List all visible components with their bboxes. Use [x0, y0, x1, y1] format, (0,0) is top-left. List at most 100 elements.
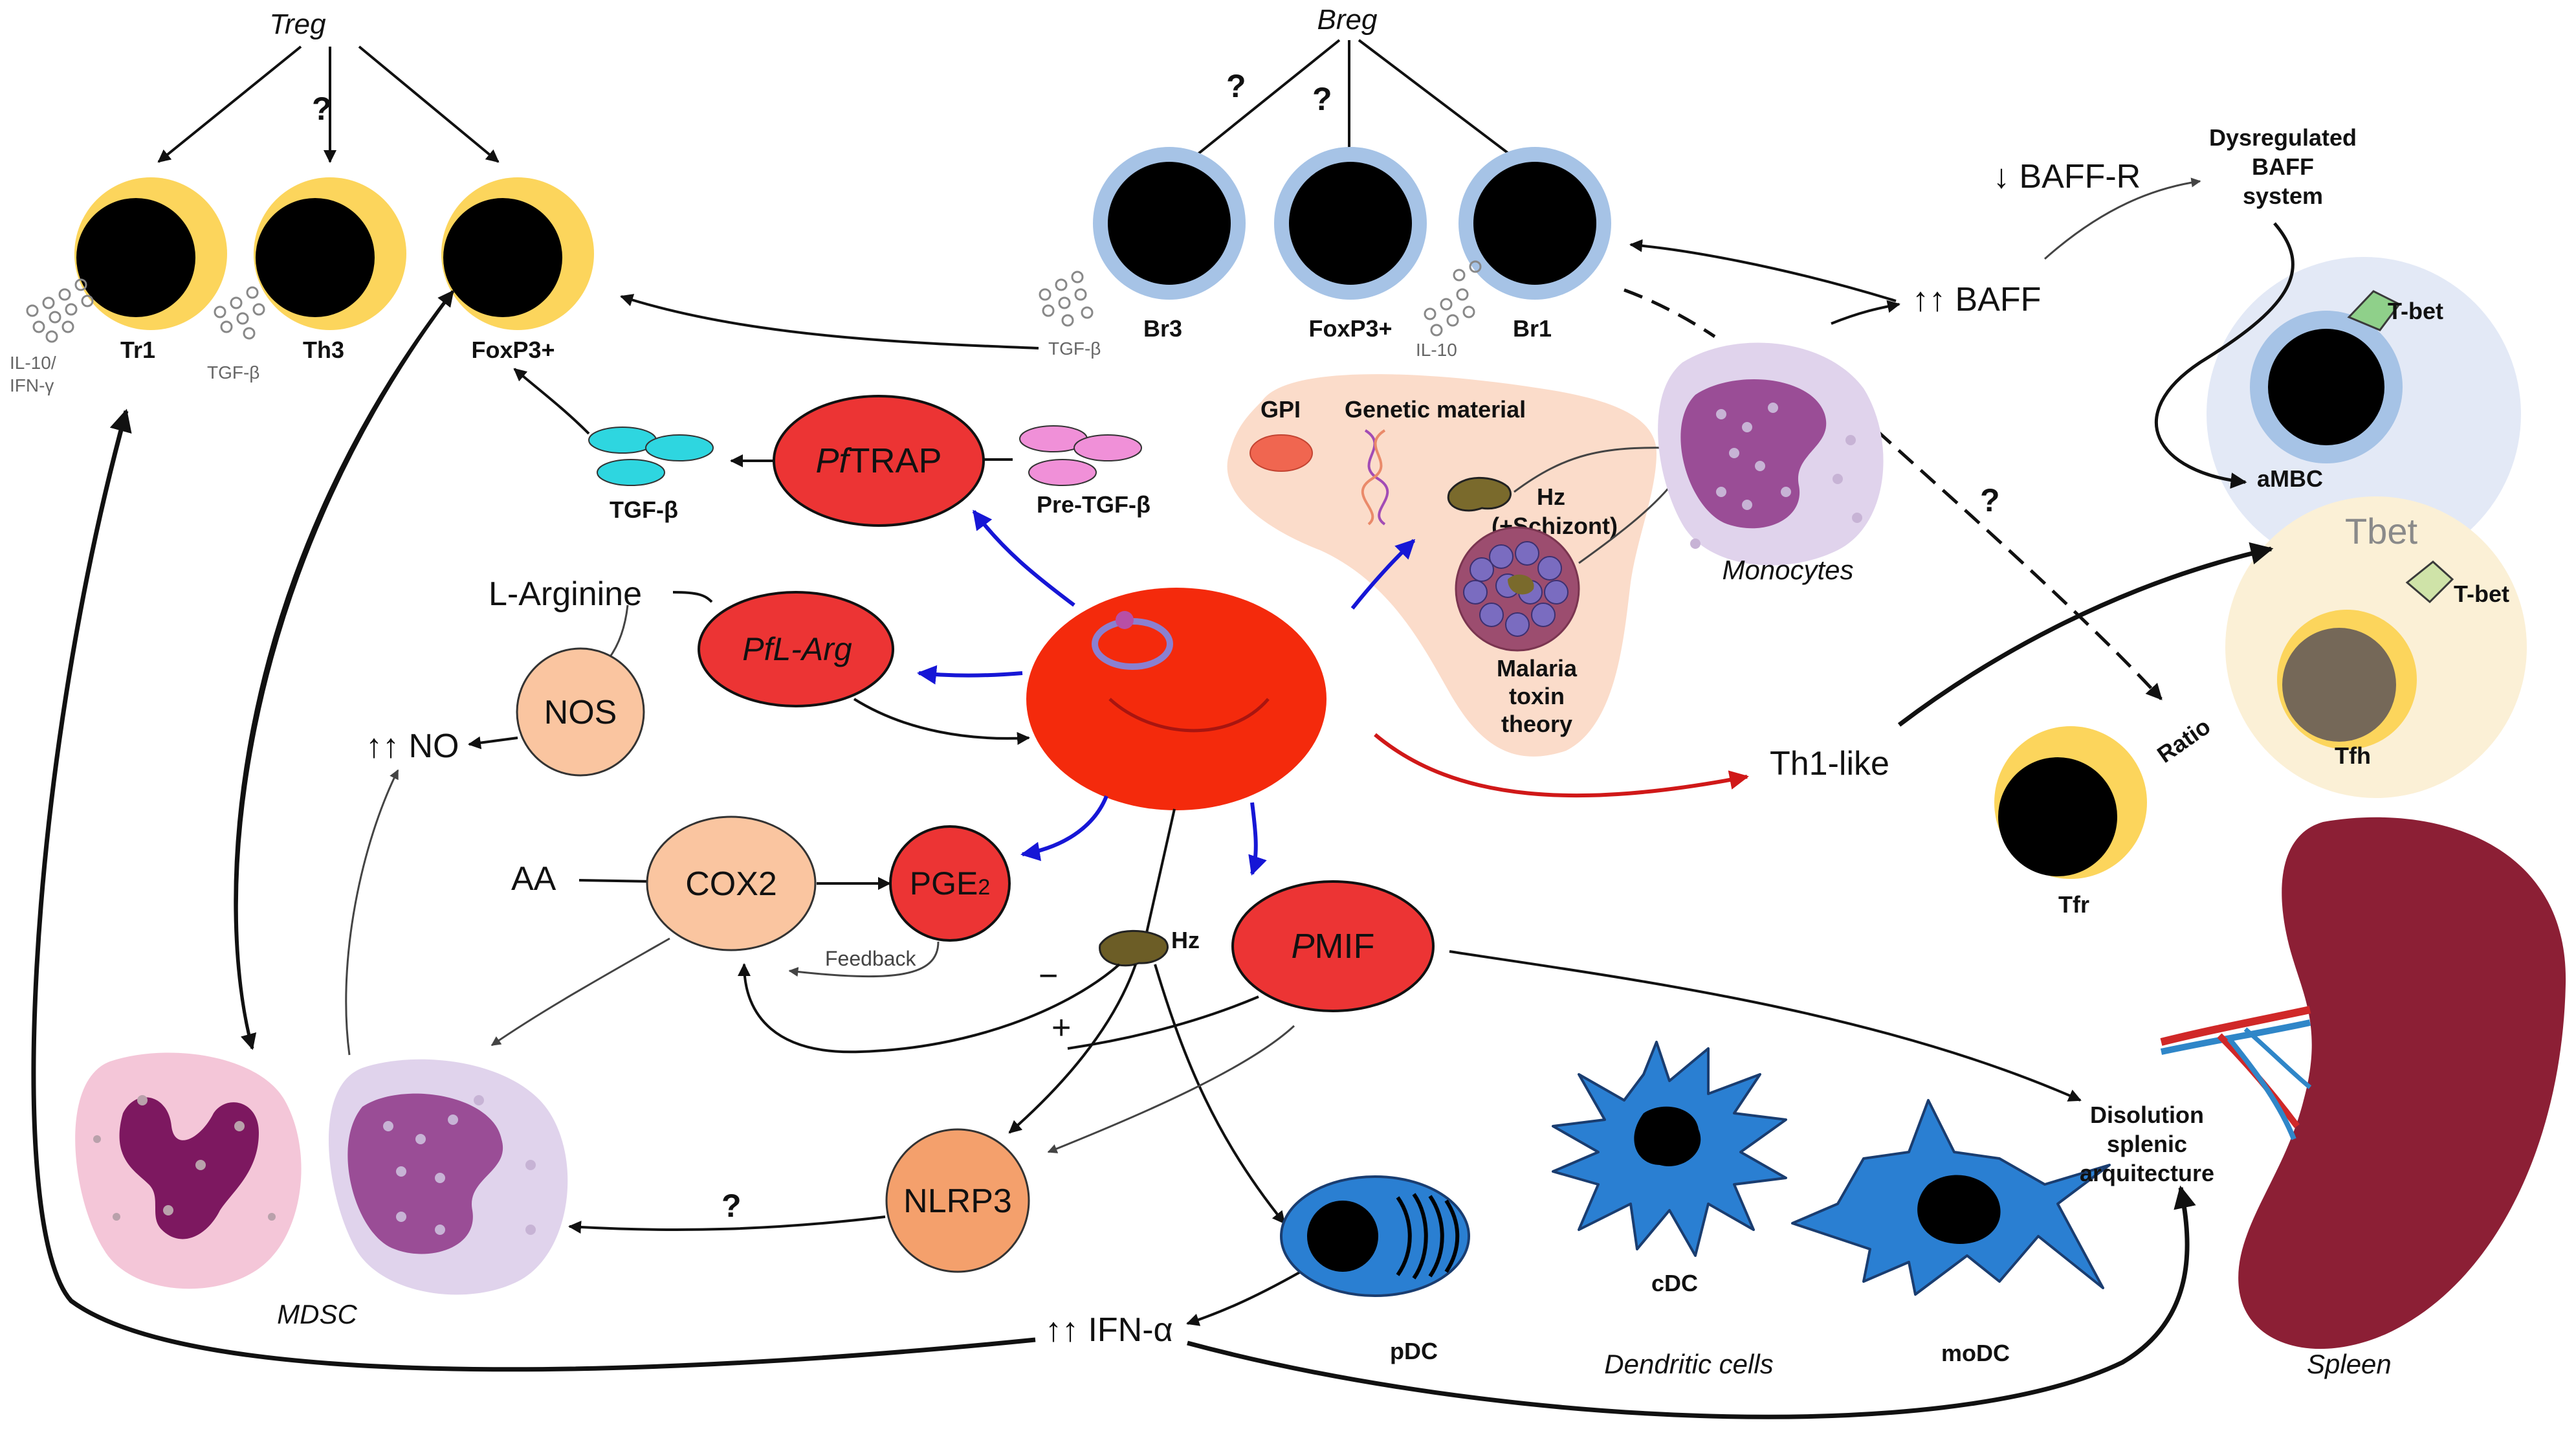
pge-sub: 2 — [978, 875, 990, 900]
pflarg-label: PfL-Arg — [742, 631, 852, 667]
foxp3-treg-label: FoxP3+ — [471, 337, 555, 363]
feedback-label: Feedback — [825, 947, 917, 970]
mdsc-label: MDSC — [277, 1299, 357, 1329]
pge2-label: PGE2 — [910, 865, 991, 902]
schizont-cell — [1455, 526, 1580, 652]
modc-label: moDC — [1941, 1340, 2010, 1366]
th3-cytokine-label: TGF-β — [207, 362, 259, 383]
tr1-cell — [74, 177, 227, 330]
br1-cytokine-dots — [1424, 260, 1482, 337]
baff-r-label: ↓ BAFF-R — [1993, 158, 2141, 195]
br3-cytokine-dots — [1039, 271, 1094, 327]
cox2-label: COX2 — [685, 865, 777, 903]
dendritic-cells-title: Dendritic cells — [1604, 1349, 1773, 1379]
theory-line2: toxin — [1509, 683, 1565, 709]
cox2-node — [646, 815, 817, 951]
dysregulated-line2: BAFF — [2252, 153, 2314, 180]
nlrp3-question: ? — [721, 1188, 742, 1224]
hemozoin-crystal — [1447, 476, 1512, 512]
foxp3-breg-cell — [1274, 147, 1427, 300]
pmif-p: P — [1291, 927, 1314, 966]
treg-title: Treg — [269, 8, 326, 40]
l-arginine-label: L-Arginine — [489, 575, 642, 613]
ambc-cell — [2250, 311, 2403, 463]
br3-label: Br3 — [1143, 315, 1182, 342]
gpi-blob — [1249, 434, 1313, 472]
pge2-node — [889, 825, 1011, 942]
ratio-label: Ratio — [2152, 713, 2215, 768]
pftrap-name: TRAP — [849, 441, 942, 480]
tr1-label: Tr1 — [120, 337, 155, 363]
modc-cell — [1791, 1099, 2111, 1296]
th3-cytokine-dots — [214, 286, 265, 340]
gpi-label: GPI — [1260, 396, 1301, 423]
breg-title: Breg — [1317, 4, 1378, 36]
hemozoin-icon — [1099, 929, 1169, 967]
foxp3-breg-label: FoxP3+ — [1308, 315, 1392, 342]
spleen-organ — [2160, 817, 2566, 1349]
splenic-line2: splenic — [2107, 1131, 2187, 1157]
tfh-tbet-label: T-bet — [2454, 581, 2509, 607]
br1-cytokine-label: IL-10 — [1416, 340, 1457, 360]
pmif-label: PMIF — [1291, 927, 1374, 966]
foxp3-treg-cell — [441, 177, 594, 330]
genetic-material-dna — [1361, 429, 1389, 526]
monocyte-cell — [1658, 342, 1884, 566]
tfh-label: Tfh — [2335, 742, 2371, 769]
spleen-label: Spleen — [2307, 1349, 2392, 1379]
tfr-cell — [1994, 726, 2147, 879]
monocytes-label: Monocytes — [1722, 555, 1853, 585]
baff-label: ↑↑ BAFF — [1912, 281, 2041, 318]
th3-cell — [254, 177, 406, 330]
splenic-line1: Disolution — [2090, 1102, 2204, 1128]
tfr-label: Tfr — [2058, 891, 2089, 918]
nos-node — [516, 647, 645, 777]
ambc-tbet-label: T-bet — [2388, 298, 2443, 324]
th3-label: Th3 — [303, 337, 344, 363]
nos-label: NOS — [544, 694, 617, 731]
breg-foxp3-question: ? — [1312, 81, 1332, 117]
pge-text: PGE — [910, 865, 978, 902]
cdc-label: cDC — [1651, 1270, 1698, 1296]
nlrp3-label: NLRP3 — [903, 1182, 1012, 1220]
pdc-cell — [1280, 1175, 1470, 1297]
th1-like-label: Th1-like — [1770, 745, 1889, 782]
mdsc-granulocyte — [75, 1052, 302, 1289]
tr1-cytokine-line2: IFN-γ — [10, 375, 54, 395]
tgf-beta-ovals — [588, 427, 714, 486]
br1-label: Br1 — [1513, 315, 1552, 342]
pmif-name: MIF — [1315, 927, 1375, 966]
pftrap-pf: Pf — [815, 441, 852, 480]
breg-br3-question: ? — [1226, 68, 1246, 104]
baff-question: ? — [1980, 482, 2000, 518]
tgf-beta-label: TGF-β — [610, 496, 678, 523]
tr1-cytokine-line1: IL-10/ — [10, 353, 56, 373]
tfh-cell — [2277, 610, 2417, 749]
splenic-line3: arquitecture — [2080, 1160, 2214, 1186]
pre-tgf-beta-label: Pre-TGF-β — [1037, 491, 1150, 518]
cdc-cell — [1552, 1041, 1787, 1257]
theory-line1: Malaria — [1497, 655, 1578, 682]
ifn-alpha-label: ↑↑ IFN-α — [1045, 1311, 1173, 1349]
aa-label: AA — [511, 860, 556, 898]
tfh-tbet-receptor — [2405, 560, 2454, 604]
hz-label: Hz — [1537, 483, 1565, 510]
mdsc-monocytic — [328, 1059, 568, 1295]
theory-line3: theory — [1501, 711, 1572, 737]
tfh-tbet-title: Tbet — [2345, 511, 2417, 551]
treg-th3-question: ? — [312, 91, 332, 127]
ambc-label: aMBC — [2257, 465, 2323, 492]
no-label: ↑↑ NO — [366, 727, 459, 765]
pftrap-label: PfTRAP — [815, 441, 941, 480]
genetic-material-label: Genetic material — [1345, 396, 1526, 423]
br3-cell — [1093, 147, 1246, 300]
br3-cytokine-label: TGF-β — [1048, 338, 1101, 359]
pdc-label: pDC — [1390, 1338, 1438, 1364]
pmif-node — [1231, 880, 1435, 1012]
tr1-cytokine-dots — [26, 278, 94, 343]
pre-tgf-beta-ovals — [1019, 425, 1142, 486]
dysregulated-line1: Dysregulated — [2209, 124, 2357, 151]
plus-sign: + — [1051, 1009, 1071, 1047]
pflarg-node — [698, 591, 894, 707]
nlrp3-node — [885, 1128, 1030, 1273]
